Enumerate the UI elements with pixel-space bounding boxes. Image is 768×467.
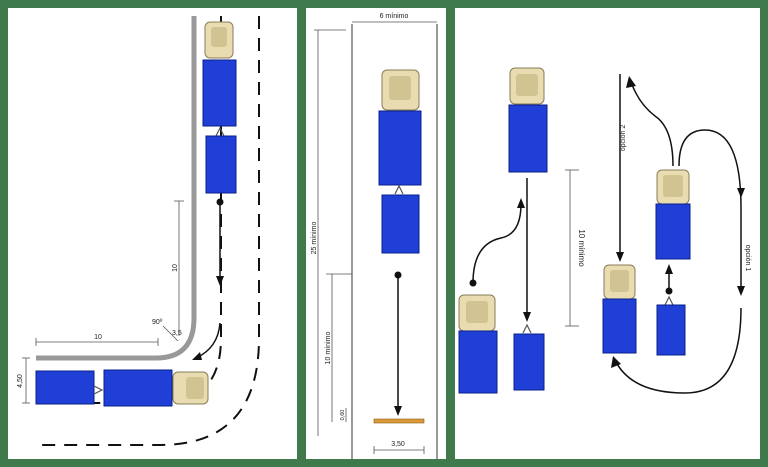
trailer (35, 370, 95, 405)
trailer (381, 194, 420, 254)
truck-vertical (378, 69, 422, 254)
panel-stop-distance: 6 mínimo 25 mínimo 10 mínimo 0,60 3,50 (306, 8, 446, 459)
dim-length: 10 mínimo (577, 229, 586, 267)
reverse-diagram: 10 mínimo opción 2 opción 1 (458, 67, 751, 394)
hitch-icon (93, 385, 104, 395)
dim-stop-mark: 0,60 (340, 410, 346, 421)
truck-cargo (508, 104, 548, 173)
option-1-label: opción 1 (744, 245, 751, 272)
arrow-down-icon (737, 286, 745, 296)
truck-cargo (202, 59, 237, 127)
arrow-down-icon (394, 406, 402, 416)
turn-diagram: 10 10 90º 3,5 4,50 (17, 16, 260, 446)
truck-vertical (655, 169, 691, 260)
truck-cargo (103, 369, 173, 407)
hitch-icon (522, 323, 532, 334)
dim-total-length: 25 mínimo (311, 222, 318, 255)
hitch-icon (394, 184, 404, 195)
trailer (513, 333, 545, 391)
truck-cargo (378, 110, 422, 186)
panel-reverse-options: 10 mínimo opción 2 opción 1 (455, 8, 760, 459)
lane-line-outer (36, 16, 260, 446)
arrow-up-icon (665, 264, 673, 274)
stop-diagram: 6 mínimo 25 mínimo 10 mínimo 0,60 3,50 (311, 13, 438, 459)
truck-cargo (458, 330, 498, 394)
arrow-down-icon (523, 312, 531, 322)
option-2-label: opción 2 (620, 125, 627, 152)
trailer (656, 304, 686, 356)
arrow-up-icon (517, 198, 525, 208)
truck-cargo (655, 203, 691, 260)
curb-line (36, 16, 197, 361)
dim-stop-length: 10 mínimo (325, 332, 332, 365)
truck-vertical (458, 294, 498, 394)
truck-vertical (508, 67, 548, 173)
panel-turning-radius: 10 10 90º 3,5 4,50 (8, 8, 297, 459)
dim-bottom-width: 3,50 (391, 441, 405, 448)
dim-curve-length: 10 (172, 264, 179, 272)
arrow-down-icon (737, 188, 745, 198)
arrow-down-icon (216, 276, 224, 286)
stop-line (373, 418, 425, 424)
dim-straight-length: 10 (94, 334, 102, 341)
dim-radius: 3,5 (172, 330, 182, 337)
truck-vertical (602, 264, 637, 354)
dim-top-width: 6 mínimo (380, 13, 409, 20)
hitch-icon (215, 126, 225, 137)
trailer (205, 135, 237, 194)
arrow-up-icon (611, 356, 621, 368)
truck-cargo (602, 298, 637, 354)
hitch-icon (664, 295, 674, 306)
arrow-down-icon (616, 252, 624, 262)
truck-horizontal (35, 369, 209, 407)
dim-angle: 90º (152, 319, 163, 326)
truck-vertical (202, 21, 237, 194)
dim-width: 4,50 (17, 374, 24, 388)
arrow-up-icon (626, 76, 636, 88)
arrow-curve-icon (192, 352, 202, 360)
